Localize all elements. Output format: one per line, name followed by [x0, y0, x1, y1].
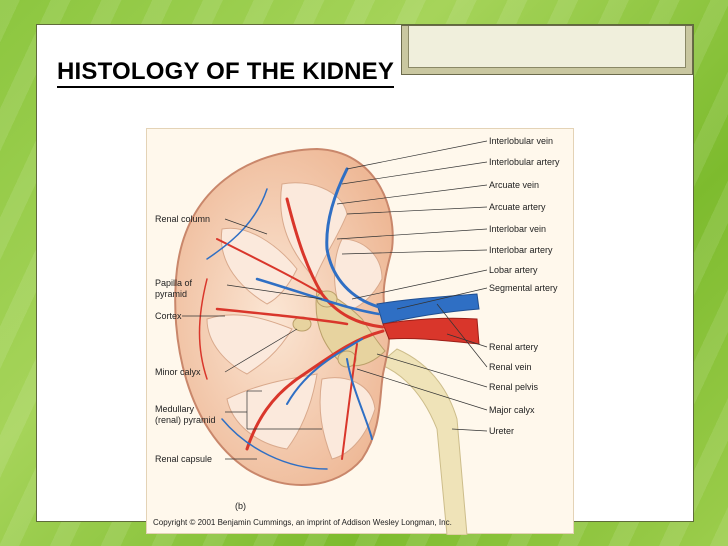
- label-interlobar-artery: Interlobar artery: [489, 245, 553, 255]
- renal-artery: [382, 317, 480, 345]
- renal-vein: [376, 293, 480, 325]
- label-major-calyx: Major calyx: [489, 405, 535, 415]
- label-renal-artery: Renal artery: [489, 342, 539, 352]
- label-segmental-artery: Segmental artery: [489, 283, 558, 293]
- panel-label: (b): [235, 501, 246, 511]
- kidney-illustration: Interlobular vein Interlobular artery Ar…: [153, 136, 560, 535]
- label-medullary-line1: Medullary: [155, 404, 195, 414]
- label-renal-column: Renal column: [155, 214, 210, 224]
- interlobar-vessels: [198, 167, 385, 470]
- label-lobar-artery: Lobar artery: [489, 265, 538, 275]
- label-renal-capsule: Renal capsule: [155, 454, 212, 464]
- copyright-line: Copyright © 2001 Benjamin Cummings, an i…: [153, 518, 452, 527]
- label-renal-pelvis: Renal pelvis: [489, 382, 539, 392]
- label-arcuate-vein: Arcuate vein: [489, 180, 539, 190]
- label-interlobular-vein: Interlobular vein: [489, 136, 553, 146]
- kidney-diagram: Interlobular vein Interlobular artery Ar…: [146, 128, 574, 535]
- label-papilla-line1: Papilla of: [155, 278, 193, 288]
- leader-lines-right: [336, 140, 488, 432]
- label-papilla-line2: pyramid: [155, 289, 187, 299]
- slide-title: HISTOLOGY OF THE KIDNEY: [57, 58, 395, 88]
- leader-lines-left: [182, 218, 323, 460]
- label-ureter: Ureter: [489, 426, 514, 436]
- label-medullary-line2: (renal) pyramid: [155, 415, 216, 425]
- label-interlobar-vein: Interlobar vein: [489, 224, 546, 234]
- label-arcuate-artery: Arcuate artery: [489, 202, 546, 212]
- label-renal-vein: Renal vein: [489, 362, 532, 372]
- labels-right: Interlobular vein Interlobular artery Ar…: [489, 136, 560, 436]
- label-minor-calyx: Minor calyx: [155, 367, 201, 377]
- label-cortex: Cortex: [155, 311, 182, 321]
- decorative-tab-inner: [408, 26, 686, 68]
- decorative-tab: [401, 25, 693, 75]
- ureter: [378, 348, 468, 535]
- labels-left: Renal column Papilla of pyramid Cortex M…: [155, 214, 216, 464]
- label-interlobular-artery: Interlobular artery: [489, 157, 560, 167]
